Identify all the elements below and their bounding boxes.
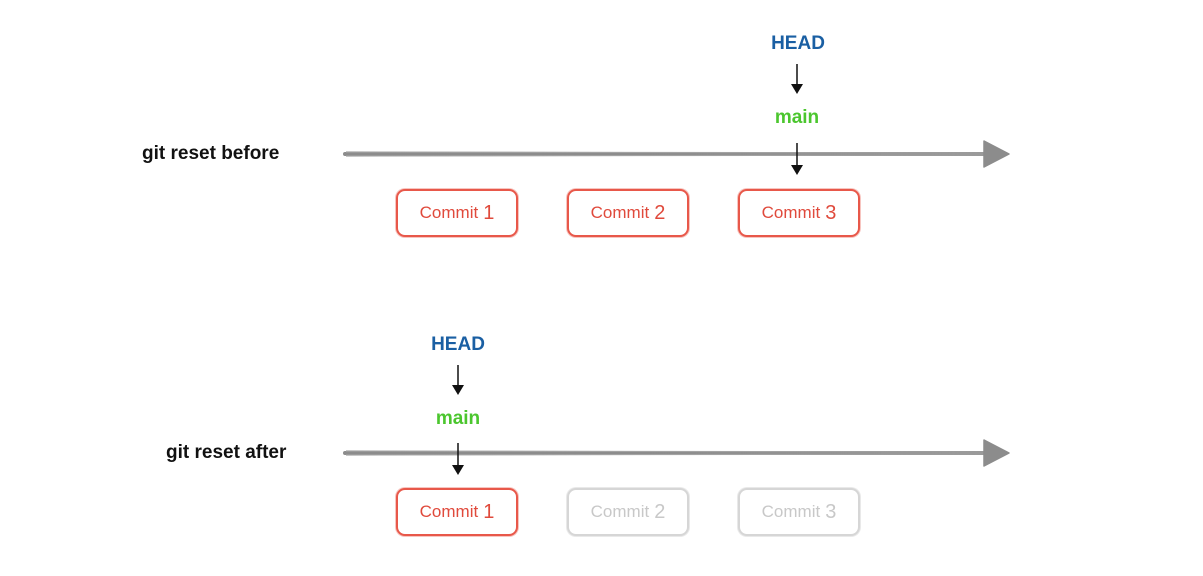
branch-to-commit-arrow [452, 443, 464, 475]
commit-word: Commit [419, 502, 479, 521]
row-label-before: git reset before [142, 143, 280, 164]
commit-box-3-discarded: Commit 3 [738, 488, 860, 536]
commit-number: 2 [654, 201, 666, 224]
head-pointer-label: HEAD [431, 334, 485, 355]
reset-after-panel: git reset after HEAD main Commit 1 Commi… [0, 288, 1203, 576]
commit-word: Commit [761, 203, 821, 222]
head-to-branch-arrow [452, 365, 464, 395]
timeline-after [343, 365, 1010, 475]
commit-number: 1 [483, 500, 495, 523]
commit-number: 3 [825, 500, 837, 523]
commit-word: Commit [761, 502, 821, 521]
commit-number: 2 [654, 500, 666, 523]
reset-before-panel: git reset before HEAD main Commit 1 Comm… [142, 33, 1010, 237]
commit-word: Commit [419, 203, 479, 222]
head-to-branch-arrow [791, 64, 803, 94]
commit-box-1: Commit 1 [396, 488, 518, 536]
commit-box-3: Commit 3 [738, 189, 860, 237]
commit-number: 3 [825, 201, 837, 224]
timeline-before [343, 64, 1010, 175]
branch-to-commit-arrow [791, 143, 803, 175]
head-pointer-label: HEAD [771, 33, 825, 54]
commit-number: 1 [483, 201, 495, 224]
commit-box-2: Commit 2 [567, 189, 689, 237]
commit-word: Commit [590, 203, 650, 222]
timeline-axis-arrow [343, 140, 1010, 168]
commit-box-1: Commit 1 [396, 189, 518, 237]
branch-main-label: main [774, 107, 820, 128]
commit-word: Commit [590, 502, 650, 521]
timeline-axis-arrow [343, 439, 1010, 467]
commit-box-2-discarded: Commit 2 [567, 488, 689, 536]
branch-main-label: main [435, 408, 481, 429]
row-label-after: git reset after [166, 442, 287, 463]
